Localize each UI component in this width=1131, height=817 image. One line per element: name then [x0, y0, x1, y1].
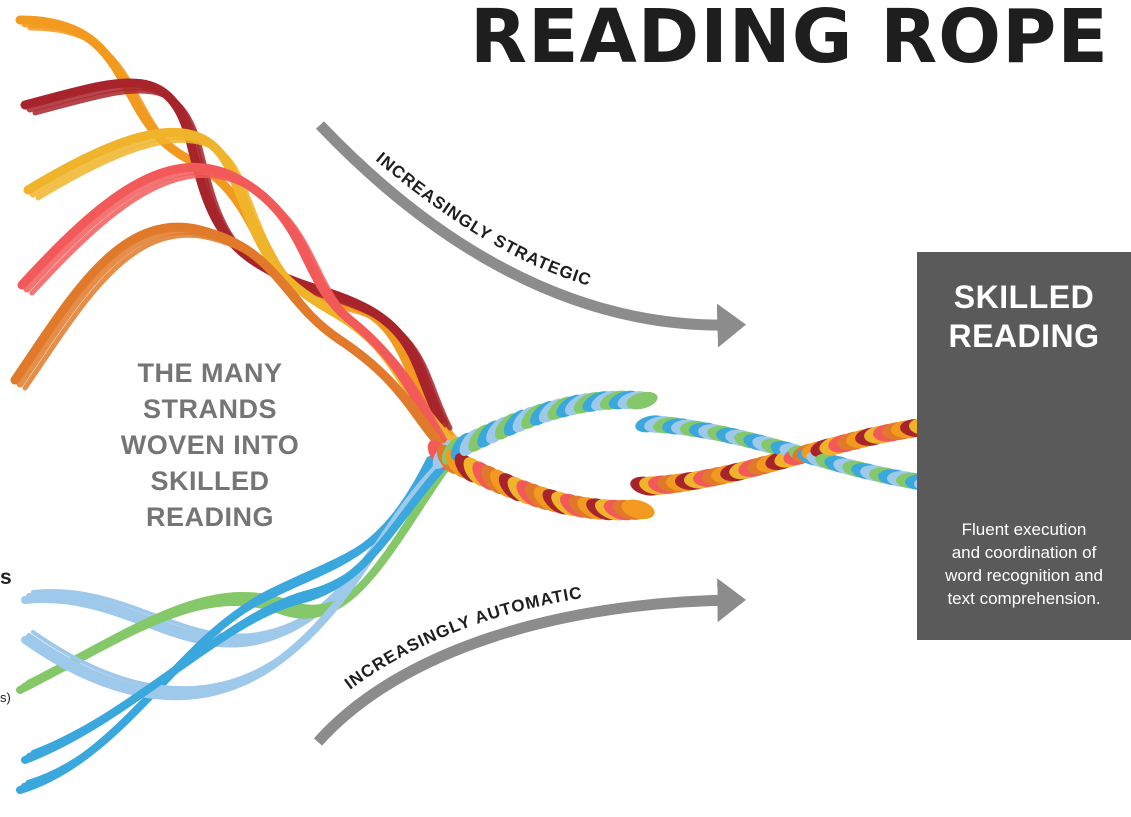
- strategic-label: INCREASINGLY STRATEGIC: [372, 149, 593, 290]
- automatic-arrow: [313, 578, 746, 746]
- rope-leaf: [621, 499, 655, 520]
- automatic-label: INCREASINGLY AUTOMATIC: [341, 583, 584, 693]
- many-strands-label: THE MANY STRANDS WOVEN INTO SKILLED READ…: [95, 355, 325, 535]
- word-recognition-strand: [31, 430, 480, 754]
- skilled-title-line: READING: [948, 318, 1100, 354]
- comprehension-strands: [10, 15, 463, 461]
- rope-leaf: [626, 391, 658, 410]
- skilled-reading-description: Fluent execution and coordination of wor…: [917, 518, 1131, 610]
- many-strands-line: WOVEN INTO: [120, 430, 300, 460]
- skilled-reading-title: SKILLED READING: [917, 278, 1131, 356]
- word-recognition-strands: [16, 430, 480, 794]
- description-line: word recognition and: [945, 566, 1103, 585]
- cropped-text-fragment: s): [0, 690, 11, 705]
- many-strands-line: READING: [145, 502, 274, 532]
- comprehension-strand: [29, 172, 458, 461]
- strategic-arrow: [316, 121, 746, 348]
- skilled-reading-box: SKILLED READING Fluent execution and coo…: [917, 252, 1131, 640]
- comprehension-strand: [22, 232, 453, 456]
- description-line: text comprehension.: [947, 589, 1101, 608]
- many-strands-line: THE MANY: [137, 358, 283, 388]
- description-line: Fluent execution: [961, 520, 1087, 539]
- description-line: and coordination of: [951, 543, 1097, 562]
- many-strands-line: STRANDS: [142, 394, 277, 424]
- many-strands-line: SKILLED: [150, 466, 270, 496]
- page-title: READING ROPE: [470, 0, 1109, 80]
- cropped-text-fragment: s: [0, 566, 12, 589]
- skilled-title-line: SKILLED: [953, 279, 1095, 315]
